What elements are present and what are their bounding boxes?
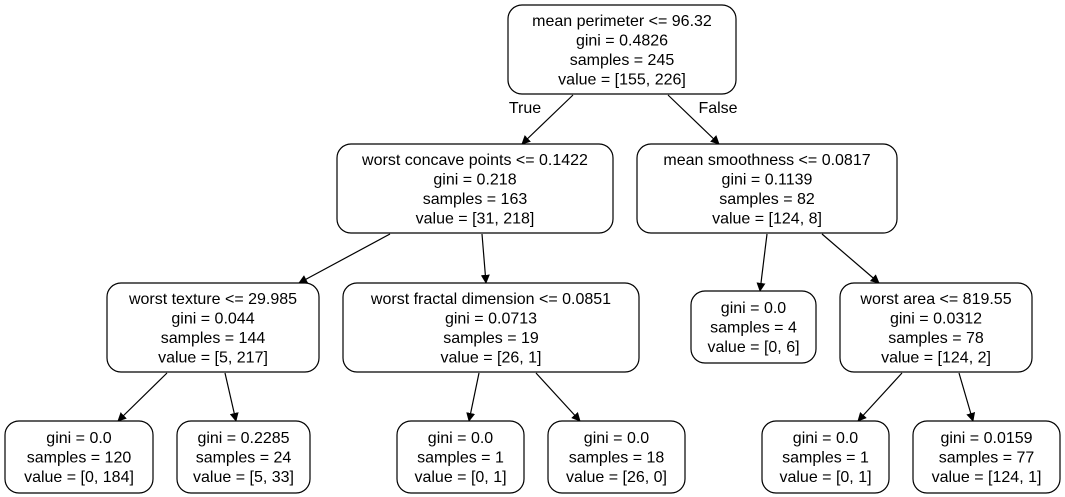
node-text-line: mean perimeter <= 96.32 xyxy=(532,13,712,30)
node-text-line: samples = 245 xyxy=(570,52,675,69)
edge-n4-n9 xyxy=(466,372,480,422)
node-box xyxy=(761,420,890,494)
node-box xyxy=(839,282,1033,373)
node-box xyxy=(912,420,1061,494)
node-text-line: gini = 0.218 xyxy=(433,171,516,188)
node-text-line: gini = 0.0 xyxy=(721,300,786,317)
node-text-line: samples = 120 xyxy=(27,450,132,467)
node-text-line: value = [26, 1] xyxy=(441,349,542,366)
node-box xyxy=(636,143,898,234)
node-box xyxy=(547,420,686,494)
edge-n4-n10 xyxy=(535,372,581,422)
node-text-line: value = [124, 1] xyxy=(932,469,1042,486)
nodes-layer: mean perimeter <= 96.32 gini = 0.4826 samp… xyxy=(4,4,1061,494)
node-text-line: worst fractal dimension <= 0.0851 xyxy=(370,291,611,308)
tree-node-n1: worst concave points <= 0.1422 gini = 0.2… xyxy=(336,143,614,234)
node-text-line: gini = 0.4826 xyxy=(576,32,668,49)
node-text-line: gini = 0.0 xyxy=(793,430,858,447)
node-text-line: gini = 0.1139 xyxy=(722,171,813,188)
node-text-line: gini = 0.0 xyxy=(428,430,493,447)
node-text-line: gini = 0.0 xyxy=(584,430,649,447)
tree-node-n5: gini = 0.0 samples = 4 value = [0, 6] xyxy=(690,290,817,364)
node-box xyxy=(690,290,817,364)
node-text-line: gini = 0.044 xyxy=(171,310,254,327)
edge-n0-n1 xyxy=(521,94,574,145)
branch-label-false: False xyxy=(698,100,737,117)
node-text-line: value = [124, 2] xyxy=(881,349,991,366)
edge-n1-n4 xyxy=(480,233,490,284)
edge-n1-n3 xyxy=(298,233,391,284)
node-text-line: value = [5, 33] xyxy=(193,469,294,486)
tree-node-n0: mean perimeter <= 96.32 gini = 0.4826 samp… xyxy=(507,4,737,95)
node-text-line: value = [0, 184] xyxy=(24,469,134,486)
tree-node-n10: gini = 0.0 samples = 18 value = [26, 0] xyxy=(547,420,686,494)
tree-node-n2: mean smoothness <= 0.0817 gini = 0.1139 sa… xyxy=(636,143,898,234)
node-text-line: samples = 4 xyxy=(710,320,797,337)
tree-node-n12: gini = 0.0159 samples = 77 value = [124, 1… xyxy=(912,420,1061,494)
node-text-line: mean smoothness <= 0.0817 xyxy=(663,152,870,169)
node-text-line: samples = 19 xyxy=(443,330,539,347)
node-box xyxy=(176,420,311,494)
node-text-line: value = [0, 1] xyxy=(779,469,871,486)
node-box xyxy=(4,420,154,494)
node-box xyxy=(507,4,737,95)
tree-node-n4: worst fractal dimension <= 0.0851 gini = … xyxy=(342,282,640,373)
edge-n0-n2 xyxy=(667,94,720,145)
edges-layer xyxy=(117,94,976,422)
node-box xyxy=(336,143,614,234)
node-text-line: worst area <= 819.55 xyxy=(859,291,1011,308)
node-box xyxy=(106,282,320,373)
node-box xyxy=(342,282,640,373)
node-text-line: samples = 1 xyxy=(417,450,504,467)
node-text-line: value = [0, 1] xyxy=(414,469,506,486)
node-text-line: gini = 0.0159 xyxy=(940,430,1032,447)
node-text-line: gini = 0.0 xyxy=(46,430,111,447)
edge-n3-n7 xyxy=(117,372,168,422)
node-text-line: value = [5, 217] xyxy=(158,349,268,366)
node-text-line: samples = 163 xyxy=(423,191,528,208)
node-text-line: gini = 0.2285 xyxy=(197,430,289,447)
branch-label-true: True xyxy=(509,100,541,117)
node-text-line: value = [155, 226] xyxy=(558,71,686,88)
edge-n6-n12 xyxy=(958,372,976,422)
node-text-line: samples = 18 xyxy=(569,450,665,467)
node-text-line: samples = 1 xyxy=(782,450,869,467)
tree-node-n8: gini = 0.2285 samples = 24 value = [5, 33] xyxy=(176,420,311,494)
node-text-line: gini = 0.0312 xyxy=(890,310,982,327)
node-text-line: value = [124, 8] xyxy=(712,210,822,227)
node-text-line: gini = 0.0713 xyxy=(445,310,537,327)
edge-n2-n6 xyxy=(821,233,880,284)
node-box xyxy=(396,420,525,494)
tree-node-n6: worst area <= 819.55 gini = 0.0312 samples… xyxy=(839,282,1033,373)
tree-node-n3: worst texture <= 29.985 gini = 0.044 sampl… xyxy=(106,282,320,373)
branch-labels-layer: True False xyxy=(509,100,738,117)
node-text-line: value = [31, 218] xyxy=(416,210,535,227)
edge-n6-n11 xyxy=(857,372,903,422)
node-text-line: samples = 78 xyxy=(888,330,984,347)
tree-node-n9: gini = 0.0 samples = 1 value = [0, 1] xyxy=(396,420,525,494)
node-text-line: value = [0, 6] xyxy=(707,339,799,356)
node-text-line: worst concave points <= 0.1422 xyxy=(361,152,588,169)
node-text-line: samples = 24 xyxy=(196,450,292,467)
node-text-line: value = [26, 0] xyxy=(566,469,667,486)
node-text-line: worst texture <= 29.985 xyxy=(128,291,297,308)
edge-n3-n8 xyxy=(224,372,239,422)
edge-n2-n5 xyxy=(756,233,768,292)
node-text-line: samples = 77 xyxy=(939,450,1035,467)
node-text-line: samples = 82 xyxy=(719,191,815,208)
tree-node-n7: gini = 0.0 samples = 120 value = [0, 184] xyxy=(4,420,154,494)
node-text-line: samples = 144 xyxy=(161,330,266,347)
tree-node-n11: gini = 0.0 samples = 1 value = [0, 1] xyxy=(761,420,890,494)
